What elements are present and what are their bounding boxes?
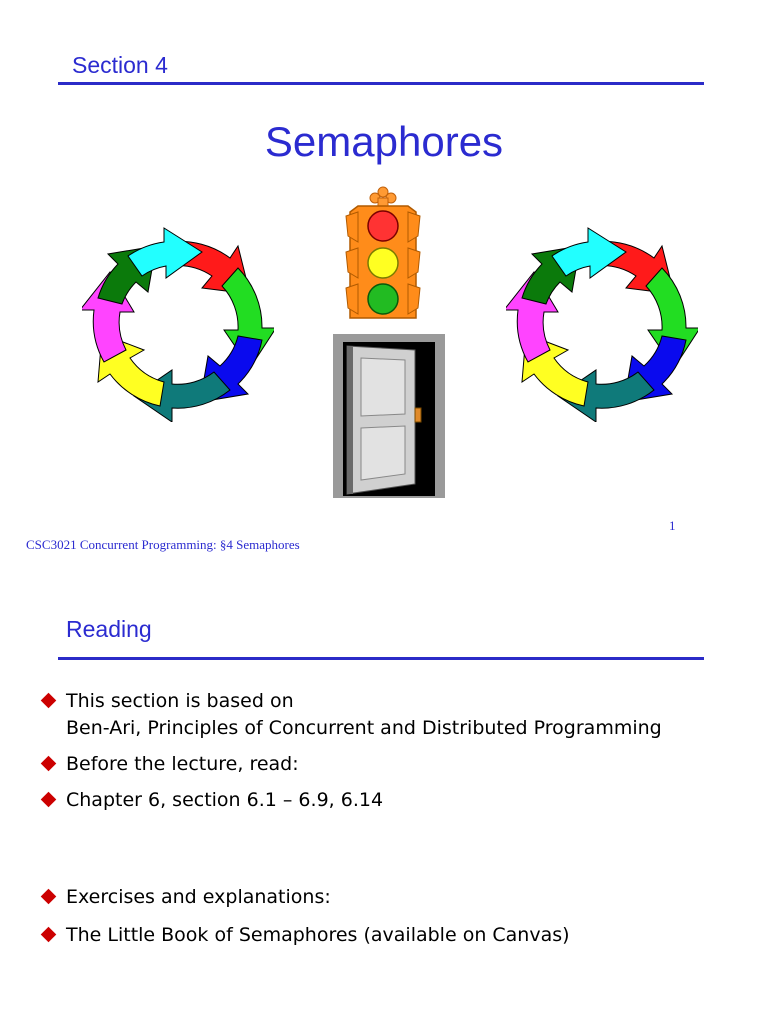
title-rule: [58, 82, 704, 85]
diamond-bullet-icon: [40, 888, 57, 905]
circular-arrows-left-icon: [82, 227, 274, 422]
page-number: 1: [669, 518, 676, 533]
bullet-text: Chapter 6, section 6.1 – 6.9, 6.14: [66, 789, 384, 811]
circular-arrows-right-icon: [506, 227, 698, 422]
slide-title: Semaphores: [264, 118, 504, 165]
diamond-bullet-icon: [40, 791, 57, 808]
bullet-text: The Little Book of Semaphores (available…: [66, 924, 570, 946]
slide-footer: CSC3021 Concurrent Programming: §4 Semap…: [26, 537, 300, 552]
bullet-text: Before the lecture, read:: [66, 753, 299, 775]
list-item: Chapter 6, section 6.1 – 6.9, 6.14: [38, 787, 738, 814]
slide-1: Section 4 Semaphores: [26, 52, 704, 552]
slide-2: Reading This section is based on Ben-Ari…: [0, 580, 768, 1024]
list-item: This section is based on Ben-Ari, Princi…: [38, 688, 738, 742]
diamond-bullet-icon: [40, 692, 57, 709]
diamond-bullet-icon: [40, 755, 57, 772]
open-door-icon: [333, 334, 445, 498]
diamond-bullet-icon: [40, 926, 57, 943]
bullet-text: Ben-Ari, Principles of Concurrent and Di…: [66, 717, 662, 739]
list-item: The Little Book of Semaphores (available…: [38, 922, 738, 949]
list-item: Before the lecture, read:: [38, 751, 738, 778]
section-label: Section 4: [72, 52, 168, 78]
bullet-text: This section is based on: [66, 690, 294, 712]
traffic-light-icon: [345, 186, 421, 319]
slide-title: Reading: [66, 616, 152, 642]
title-rule: [58, 657, 704, 660]
list-item: Exercises and explanations:: [38, 884, 738, 911]
bullet-text: Exercises and explanations:: [66, 886, 331, 908]
